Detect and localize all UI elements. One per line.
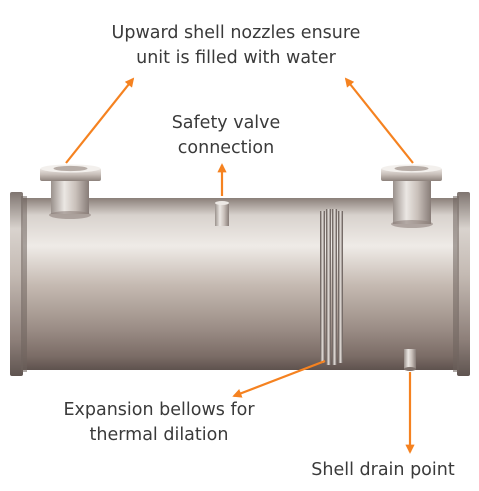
shell-body <box>20 198 464 370</box>
nozzle-arrow-right <box>344 77 414 164</box>
nozzles-label-line1: Upward shell nozzles ensure <box>111 23 361 43</box>
safety-valve-label-line1: Safety valve <box>171 113 281 133</box>
safety-valve-label: Safety valve connection <box>160 111 292 161</box>
nozzles-label-line2: unit is filled with water <box>136 48 336 68</box>
safety-valve-stub <box>215 201 229 226</box>
bellows-arrow <box>232 359 326 398</box>
bellows-label-line1: Expansion bellows for <box>63 400 255 420</box>
left-end-flange <box>10 192 27 376</box>
right-shell-nozzle <box>381 164 442 228</box>
bellows-label-line2: thermal dilation <box>89 425 229 445</box>
safety-valve-label-line2: connection <box>177 138 275 158</box>
right-end-flange <box>453 192 470 376</box>
drain-label: Shell drain point <box>302 458 464 483</box>
bellows-label: Expansion bellows for thermal dilation <box>48 398 270 448</box>
nozzles-label: Upward shell nozzles ensure unit is fill… <box>100 21 372 71</box>
drain-stub <box>404 349 416 371</box>
callout-arrows <box>65 77 415 454</box>
drain-label-line1: Shell drain point <box>311 460 455 480</box>
expansion-bellows <box>320 209 343 365</box>
nozzle-arrow-left <box>65 77 135 164</box>
left-shell-nozzle <box>40 164 101 219</box>
